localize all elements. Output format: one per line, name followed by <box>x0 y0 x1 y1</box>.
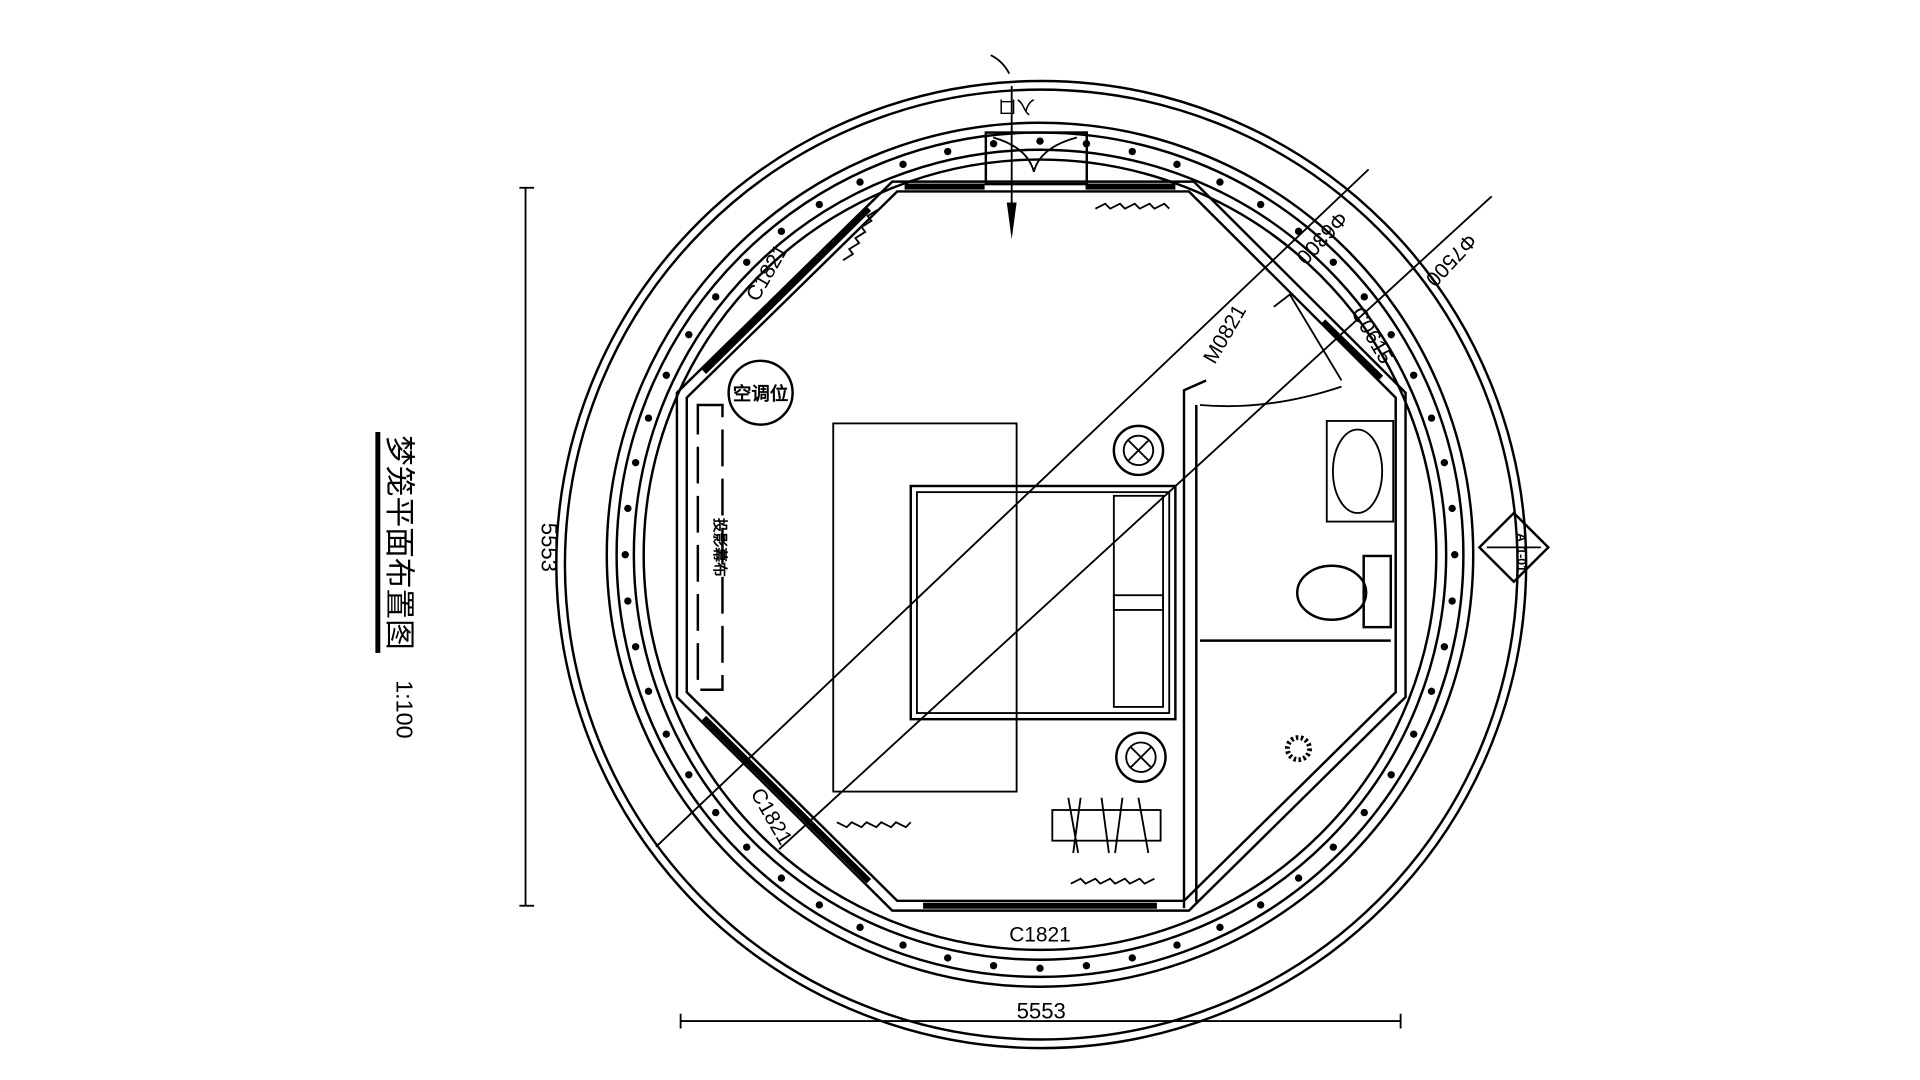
post-dot <box>1410 730 1418 738</box>
post-dot <box>1329 258 1337 266</box>
svg-text:A: A <box>1515 533 1529 542</box>
post-dot <box>743 843 751 851</box>
post-dot <box>1440 459 1449 467</box>
bathroom-partition <box>1182 293 1391 909</box>
post-dot <box>1427 414 1436 422</box>
post-dot <box>1410 371 1418 379</box>
post-dot <box>685 331 693 339</box>
post-dot <box>685 771 693 779</box>
dimension-horizontal: 5553 <box>679 999 1402 1029</box>
post-dot <box>815 200 824 209</box>
post-dot <box>777 874 786 882</box>
post-dot <box>1360 293 1368 301</box>
post-dot <box>944 147 952 156</box>
post-dot <box>1128 147 1136 156</box>
toilet <box>1296 554 1392 629</box>
shower-icon <box>1284 735 1312 763</box>
post-dot <box>856 178 864 186</box>
post-dot <box>1173 160 1181 169</box>
ac-position: 空调位 <box>727 359 794 426</box>
window-label: C1821 <box>1009 923 1071 946</box>
post-dot <box>1256 200 1265 209</box>
post-dot <box>944 954 952 962</box>
post-dot <box>1173 941 1181 949</box>
post-dot <box>621 551 629 559</box>
entrance-label: 入口 <box>998 97 1035 118</box>
section-marker: A 1-01 <box>1477 511 1551 584</box>
post-dot <box>631 643 640 651</box>
screen-label: 投影幕布 <box>711 518 729 577</box>
post-dot <box>815 901 824 909</box>
svg-text:1-01: 1-01 <box>1515 547 1529 572</box>
sink <box>1325 420 1395 523</box>
post-dot <box>644 687 653 696</box>
post-dot <box>777 227 786 236</box>
post-dot <box>1082 962 1091 970</box>
post-dot <box>743 258 751 266</box>
post-dot <box>624 597 632 605</box>
post-dot <box>1387 771 1395 779</box>
inner-wall-ring <box>605 121 1475 988</box>
clothes-rack <box>1051 797 1162 854</box>
bed[interactable] <box>909 484 1177 721</box>
post-dot <box>1329 843 1337 851</box>
post-dot <box>1427 687 1436 696</box>
door-label: M0821 <box>1199 301 1251 368</box>
post-dot <box>1440 643 1449 651</box>
projection-screen: 投影幕布 <box>696 403 729 691</box>
post-dot <box>1451 551 1459 559</box>
svg-text:5553: 5553 <box>1017 999 1066 1024</box>
post-dot <box>1294 874 1303 882</box>
post-dot <box>989 140 998 148</box>
outer-deck-ring <box>555 79 1528 1050</box>
post-dot <box>631 459 640 467</box>
structural-posts <box>621 137 1459 972</box>
window-frames <box>701 183 1384 909</box>
post-dot <box>899 941 907 949</box>
post-dot <box>624 504 632 513</box>
post-dot <box>1448 597 1456 605</box>
post-dot <box>712 808 720 817</box>
post-dot <box>989 962 998 970</box>
diameter-outer-label: Φ7500 <box>1421 229 1481 291</box>
post-dot <box>1360 808 1368 817</box>
post-dot <box>1387 331 1395 339</box>
post-dot <box>1216 923 1224 932</box>
post-dot <box>1448 504 1456 513</box>
post-dot <box>856 923 864 932</box>
post-dot <box>1036 964 1044 972</box>
post-dot <box>899 160 907 169</box>
post-dot <box>1256 901 1265 909</box>
post-dot <box>662 730 670 738</box>
ceiling-light-icon <box>1112 424 1167 783</box>
ac-label: 空调位 <box>733 383 788 404</box>
entrance-door[interactable] <box>984 54 1088 240</box>
post-dot <box>712 293 720 301</box>
diameter-lines <box>655 168 1493 850</box>
post-dot <box>1216 178 1224 186</box>
scale-text: 1:100 <box>391 680 417 738</box>
title-text: 梦笼平面布置图 <box>382 435 417 650</box>
rug <box>832 422 1018 793</box>
post-dot <box>662 371 670 379</box>
post-dot <box>1128 954 1136 962</box>
drawing-title: 梦笼平面布置图 1:100 <box>375 432 417 739</box>
dimension-vertical: 5553 <box>519 186 562 907</box>
svg-text:5553: 5553 <box>537 523 562 572</box>
post-dot <box>1036 137 1044 145</box>
curtains <box>836 202 1170 885</box>
post-dot <box>644 414 653 422</box>
